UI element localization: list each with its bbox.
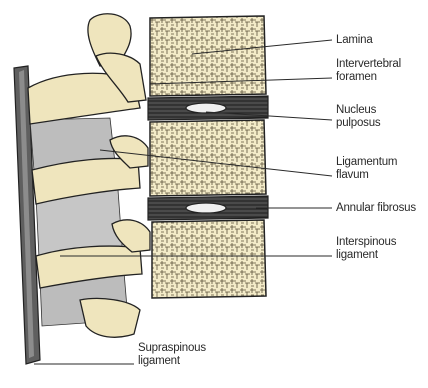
label-interspinous-ligament: Interspinous ligament bbox=[336, 236, 396, 262]
label-intervertebral-foramen: Intervertebral foramen bbox=[336, 58, 401, 84]
label-ligamentum-flavum: Ligamentum flavum bbox=[336, 156, 397, 182]
label-lamina: Lamina bbox=[336, 34, 373, 47]
label-annular-fibrosus: Annular fibrosus bbox=[336, 202, 416, 215]
label-nucleus-pulposus: Nucleus pulposus bbox=[336, 104, 380, 130]
label-supraspinous-ligament: Supraspinous ligament bbox=[138, 342, 206, 368]
